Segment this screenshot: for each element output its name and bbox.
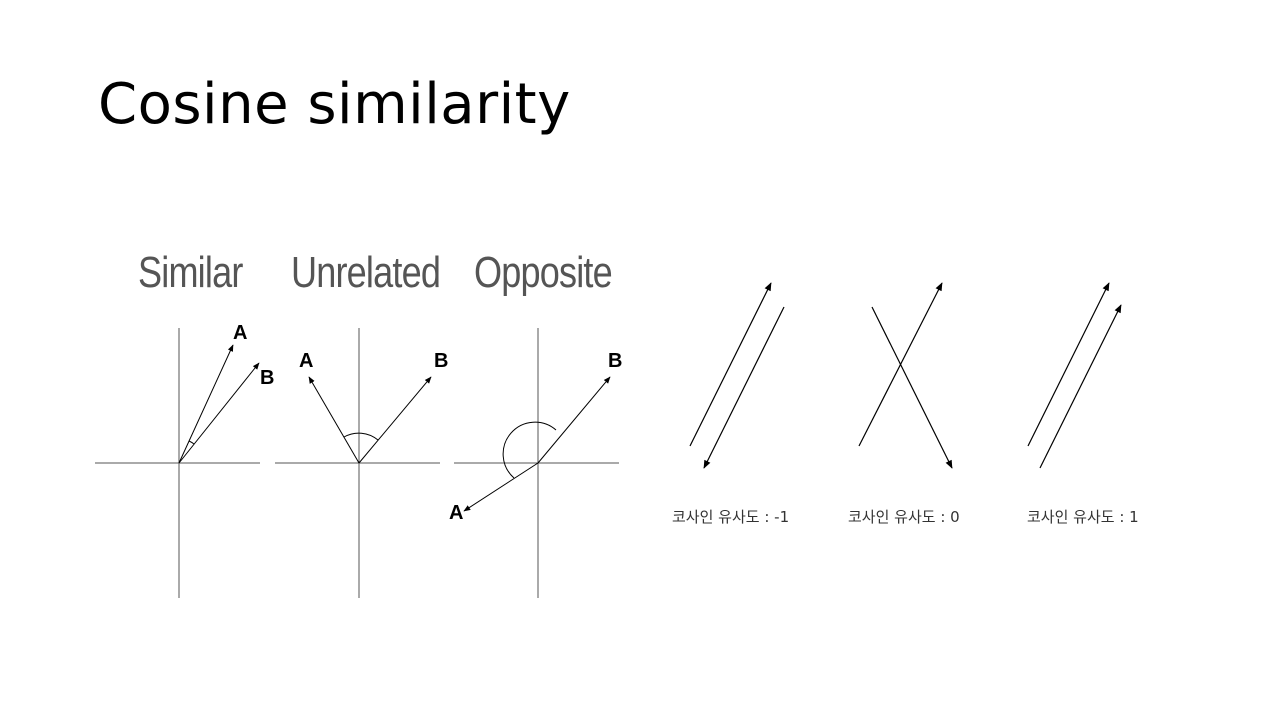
vector-b [358, 376, 432, 464]
lines-cosine-neg1 [689, 282, 785, 469]
line-down [703, 306, 785, 469]
line-up [689, 282, 772, 447]
angle-arc [188, 440, 195, 445]
caption-cosine-pos1: 코사인 유사도 : 1 [1027, 508, 1139, 526]
vector-a [308, 376, 360, 464]
lines-cosine-zero [858, 282, 953, 469]
vector-a-label: A [233, 322, 247, 344]
vector-a-label: A [449, 502, 463, 524]
angle-arc [502, 421, 557, 479]
line-right [1039, 304, 1122, 469]
heading-unrelated: Unrelated [291, 248, 441, 297]
vector-a [463, 462, 539, 512]
panel-similar: A B [95, 322, 274, 598]
vector-b-label: B [434, 350, 448, 372]
heading-opposite: Opposite [474, 248, 613, 297]
caption-cosine-neg1: 코사인 유사도 : -1 [672, 508, 790, 526]
lines-cosine-pos1 [1027, 282, 1122, 469]
vector-b [178, 362, 260, 464]
vector-b-label: B [260, 367, 274, 389]
heading-similar: Similar [138, 248, 243, 297]
vector-b [537, 376, 611, 464]
vector-a-label: A [299, 350, 313, 372]
angle-arc [343, 432, 379, 441]
vector-a [178, 344, 234, 464]
caption-cosine-zero: 코사인 유사도 : 0 [848, 508, 960, 526]
panel-opposite: A B [449, 328, 622, 598]
line-down [871, 306, 953, 469]
panel-unrelated: A B [275, 328, 448, 598]
slide-title: Cosine similarity [98, 72, 571, 137]
vector-b-label: B [608, 350, 622, 372]
line-left [1027, 282, 1110, 447]
